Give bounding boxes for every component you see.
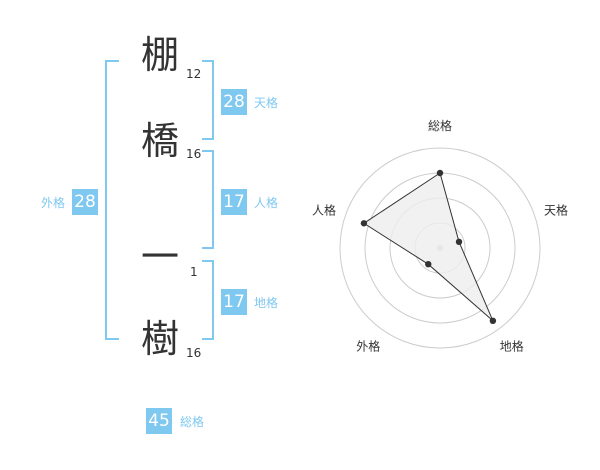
radar-point-1 bbox=[436, 169, 444, 177]
stroke-count-2: 16 bbox=[186, 147, 202, 161]
tenkaku-label: 天格 bbox=[254, 96, 279, 110]
tenkaku-value: 28 bbox=[221, 89, 247, 115]
gaikaku-bracket bbox=[105, 60, 119, 340]
radar-point-5 bbox=[360, 220, 368, 227]
jinkaku-label: 人格 bbox=[254, 196, 279, 210]
radar-point-4 bbox=[425, 260, 432, 268]
radar-polygon bbox=[362, 172, 494, 322]
soukaku-value: 45 bbox=[146, 408, 172, 434]
gaikaku-value: 28 bbox=[72, 189, 98, 215]
stroke-count-3: 1 bbox=[190, 265, 198, 279]
radar-ring bbox=[339, 147, 541, 349]
jinkaku-value: 17 bbox=[221, 189, 247, 215]
radar-axis-label-2: 天格 bbox=[544, 202, 568, 217]
chikaku-value: 17 bbox=[221, 289, 247, 315]
stroke-count-4: 16 bbox=[186, 346, 202, 360]
gaikaku-label: 外格 bbox=[41, 196, 66, 210]
radar-point-2 bbox=[455, 238, 463, 246]
chikaku-label: 地格 bbox=[254, 296, 279, 310]
name-char-1: 棚 bbox=[140, 33, 179, 77]
jinkaku-bracket bbox=[202, 150, 214, 249]
name-char-3: 一 bbox=[140, 235, 179, 279]
name-char-4: 樹 bbox=[140, 317, 179, 361]
tenkaku-bracket bbox=[202, 60, 214, 140]
chikaku-bracket bbox=[202, 260, 214, 340]
name-char-2: 橋 bbox=[140, 119, 179, 163]
radar-axis-label-5: 人格 bbox=[312, 202, 336, 217]
soukaku-label: 総格 bbox=[180, 415, 205, 429]
radar-axis-label-1: 総格 bbox=[428, 118, 452, 133]
radar-axis-label-4: 外格 bbox=[356, 339, 380, 354]
radar-axis-label-3: 地格 bbox=[500, 339, 524, 354]
radar-point-3 bbox=[489, 317, 497, 325]
stroke-count-1: 12 bbox=[186, 67, 202, 81]
